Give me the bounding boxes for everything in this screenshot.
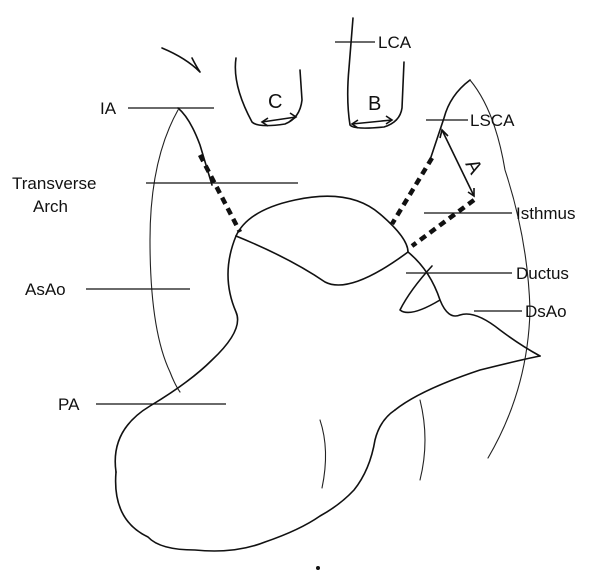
stray-stroke — [162, 48, 200, 72]
segment-marker-b: B — [368, 93, 381, 115]
pulmonary-artery-left — [115, 236, 237, 472]
label-lsca: LSCA — [470, 111, 515, 130]
anatomy-outlines — [115, 18, 540, 551]
stray-dot — [316, 566, 320, 570]
leader-lines — [86, 42, 522, 404]
label-transverse-line1: Transverse — [12, 174, 96, 193]
label-dsao: DsAo — [525, 302, 567, 321]
ascending-aorta-wall — [150, 110, 180, 392]
label-pa: PA — [58, 395, 80, 414]
pulmonary-artery-top — [395, 356, 540, 410]
ia-vessel-wall — [178, 108, 212, 185]
dash-line-ia — [200, 155, 240, 232]
dash-line-isthmus — [412, 200, 474, 246]
dash-line-lca — [392, 158, 432, 224]
pulmonary-artery-base — [116, 410, 395, 551]
ductus-merge — [236, 236, 408, 285]
hatch-stroke — [320, 420, 326, 488]
label-ductus: Ductus — [516, 264, 569, 283]
segment-marker-c: C — [268, 91, 282, 113]
transverse-arch-dome — [236, 196, 408, 252]
label-transverse-line2: Arch — [33, 197, 68, 216]
label-isthmus: Isthmus — [516, 204, 576, 223]
text-labels: LCA IA LSCA Transverse Arch Isthmus Duct… — [12, 33, 576, 414]
label-asao: AsAo — [25, 280, 66, 299]
label-ia: IA — [100, 99, 117, 118]
dashed-division-lines — [200, 155, 474, 246]
hatch-stroke — [420, 400, 425, 480]
label-lca: LCA — [378, 33, 412, 52]
